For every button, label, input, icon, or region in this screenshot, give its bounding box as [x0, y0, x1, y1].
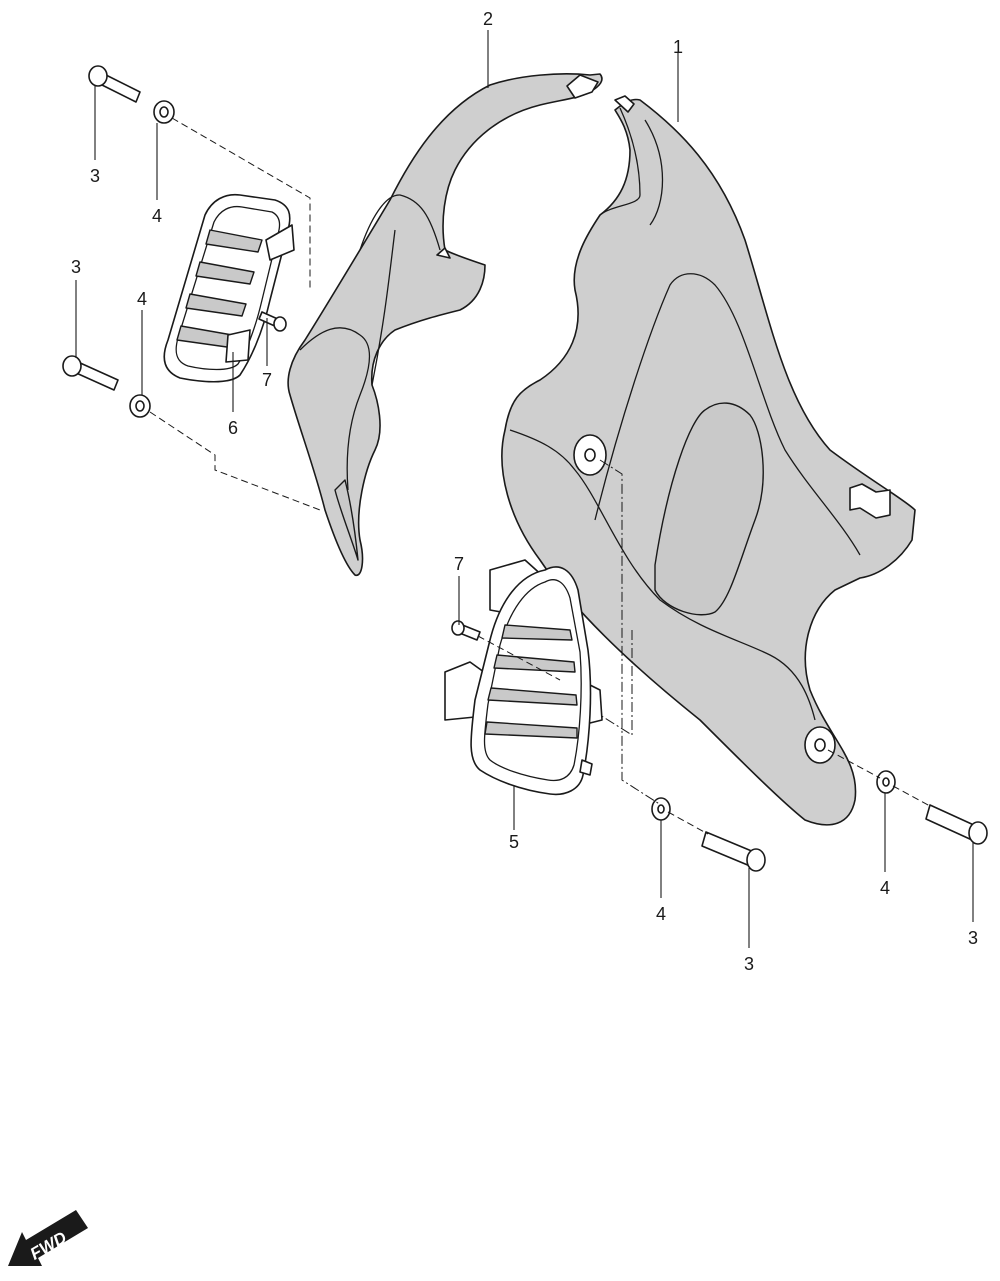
callout-leaders [75, 30, 974, 948]
part-6-vent-small [163, 193, 295, 383]
callout-5: 5 [509, 832, 519, 852]
callout-2: 2 [483, 9, 493, 29]
callout-1: 1 [673, 37, 683, 57]
fwd-direction-arrow: FWD [8, 1210, 88, 1266]
callout-7-center: 7 [454, 554, 464, 574]
callout-3-top-left: 3 [90, 166, 100, 186]
screw-3-top-left [88, 65, 141, 103]
grommet-4-bottom-center [651, 797, 671, 821]
callout-4-mid-left: 4 [137, 289, 147, 309]
callout-4-bottom-center: 4 [656, 904, 666, 924]
assembly-guide-lines [149, 117, 931, 835]
callout-7-left: 7 [262, 370, 272, 390]
callout-labels: 2 1 3 4 3 4 6 7 7 5 4 3 4 3 [71, 9, 978, 974]
part-5-vent-large [444, 559, 603, 796]
callout-4-bottom-right: 4 [880, 878, 890, 898]
callout-3-bottom-center: 3 [744, 954, 754, 974]
callout-6: 6 [228, 418, 238, 438]
grommet-4-top-left [153, 100, 175, 124]
grommet-4-bottom-right [876, 770, 896, 794]
callout-4-top-left: 4 [152, 206, 162, 226]
callout-3-bottom-right: 3 [968, 928, 978, 948]
screw-3-bottom-right [925, 804, 988, 845]
screw-3-bottom-center [701, 831, 766, 872]
part-2-inner-cover [287, 73, 603, 576]
grommet-4-mid-left [129, 394, 151, 418]
callout-3-mid-left: 3 [71, 257, 81, 277]
screw-7-left [258, 311, 287, 332]
part-1-side-cover [501, 95, 916, 826]
screw-3-mid-left [62, 355, 119, 391]
screw-7-center [451, 620, 481, 641]
